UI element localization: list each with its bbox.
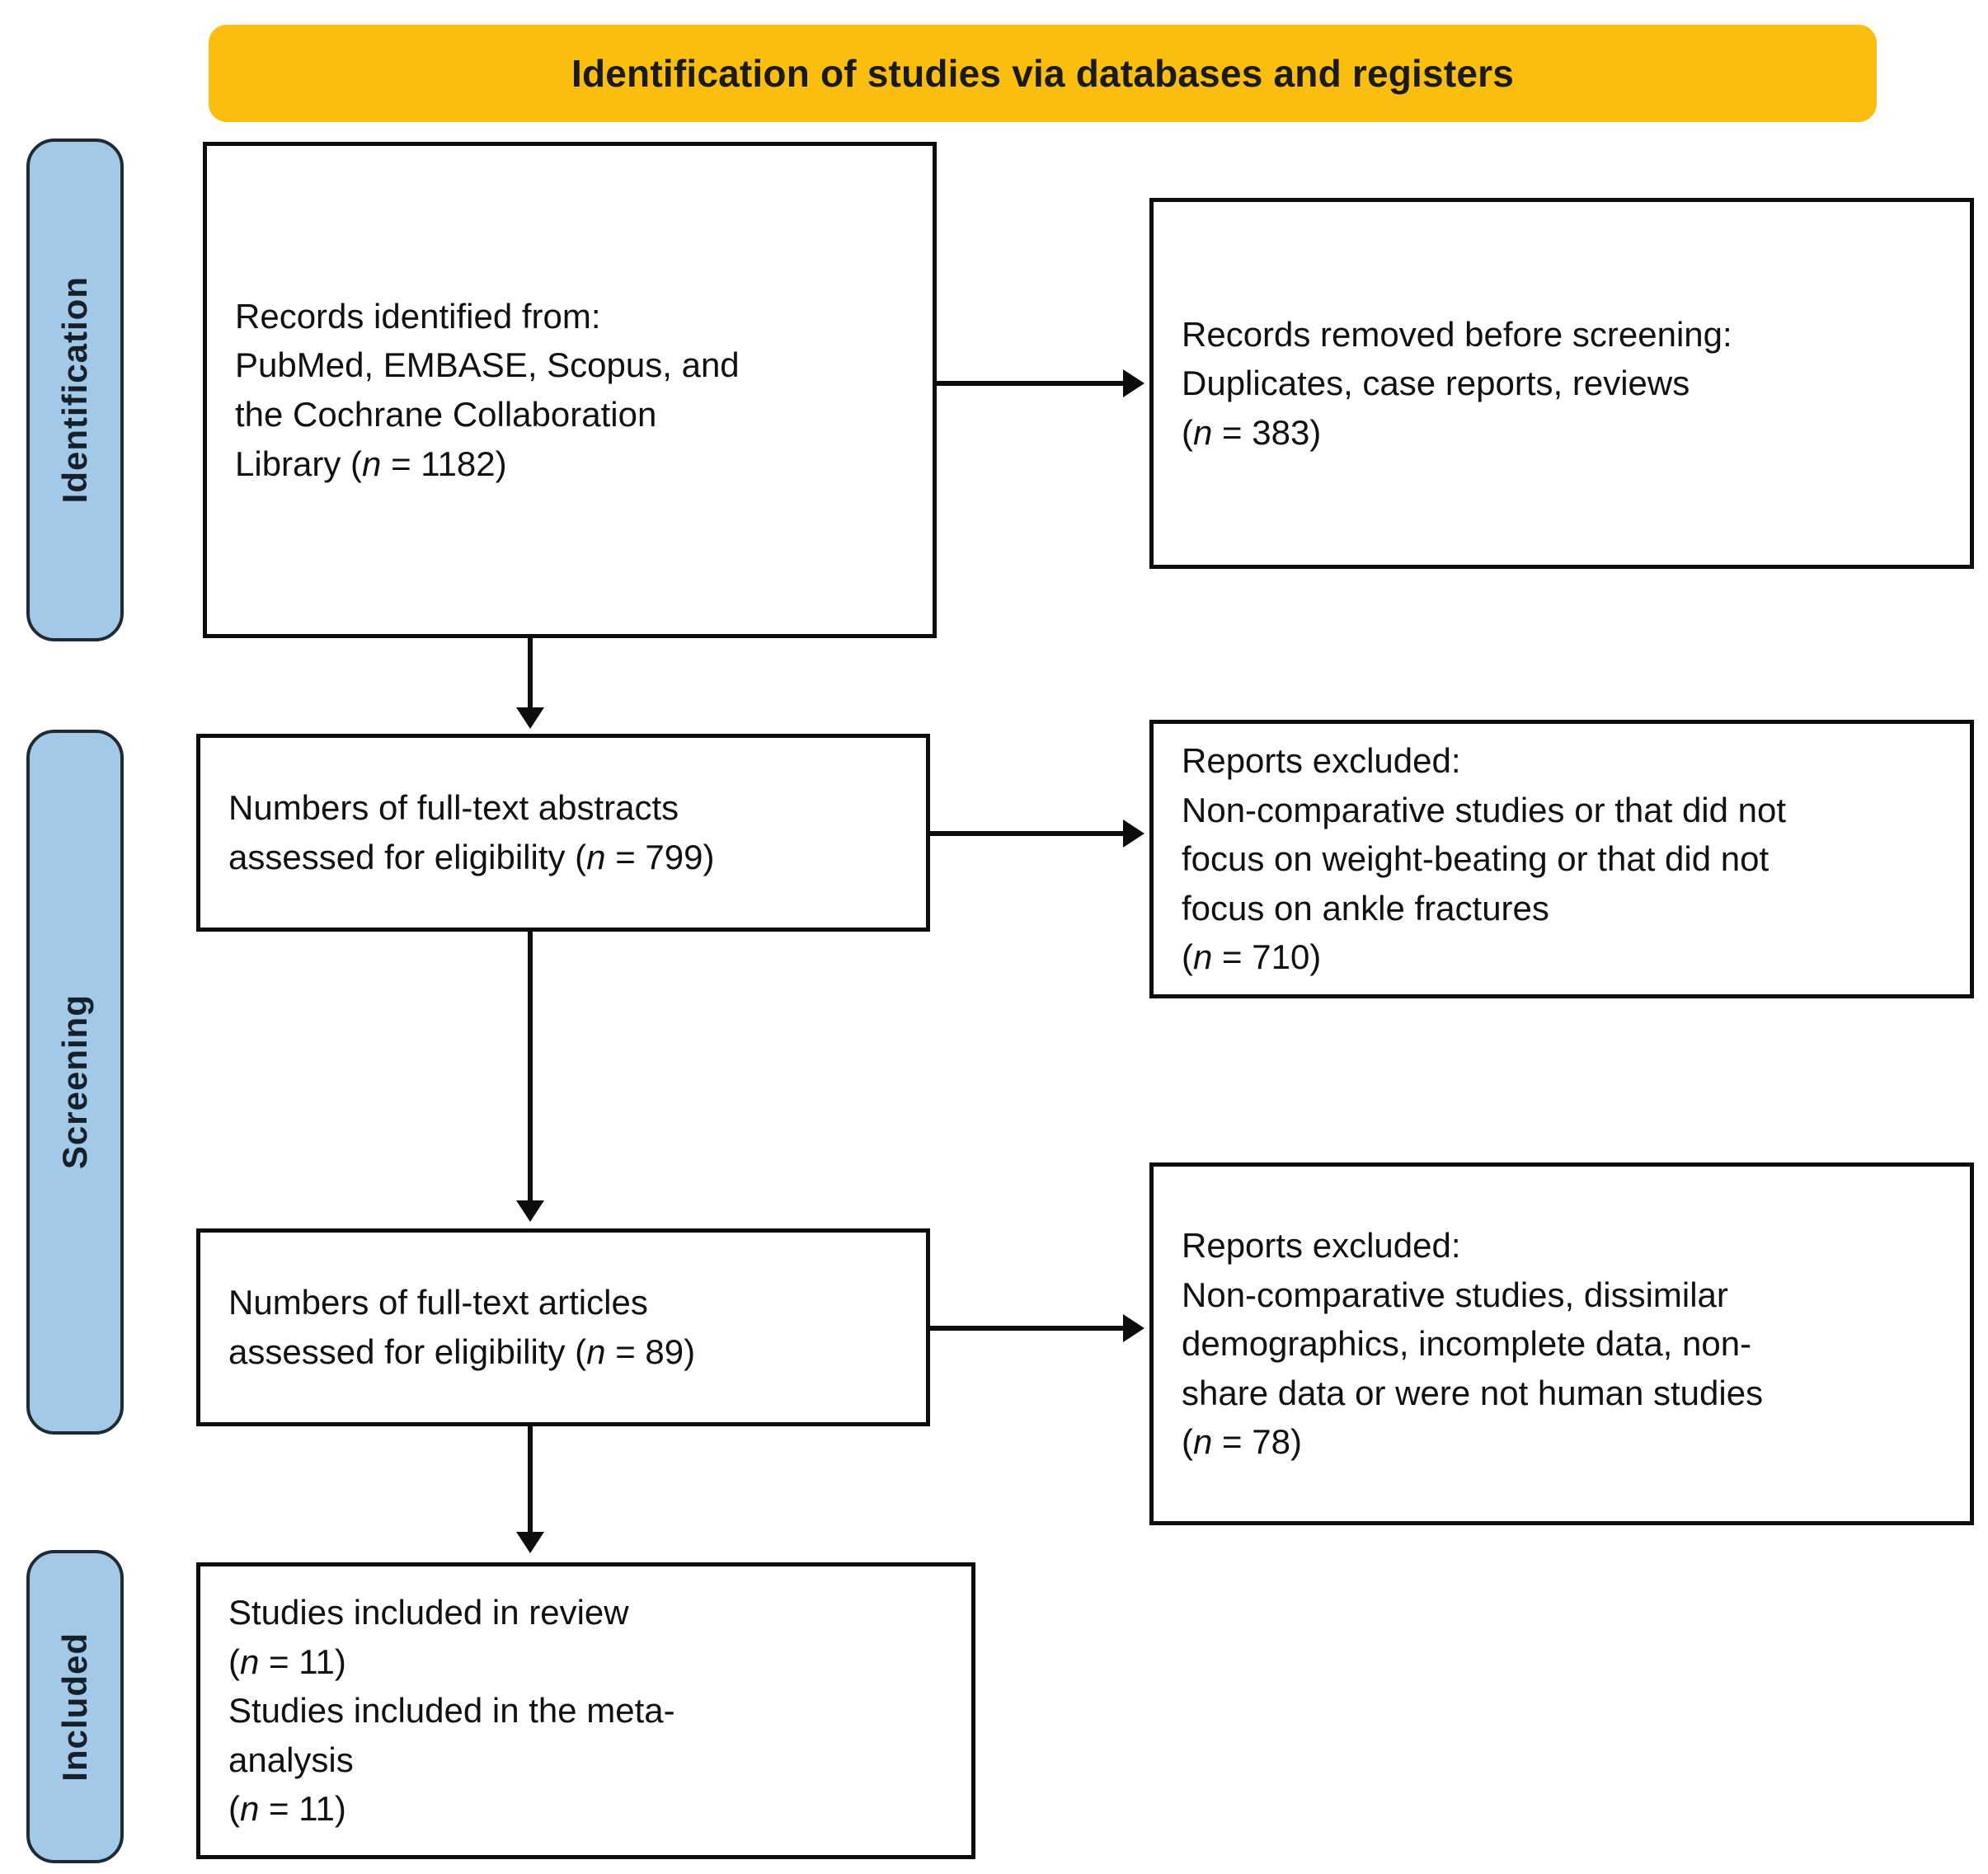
arrowhead-right-icon bbox=[1123, 820, 1144, 848]
connector-articles-to-included bbox=[528, 1426, 533, 1535]
box-studies-included: Studies included in review(n = 11)Studie… bbox=[196, 1562, 975, 1859]
arrowhead-down-icon bbox=[516, 1200, 544, 1222]
box-records-removed-text: Records removed before screening:Duplica… bbox=[1182, 314, 1732, 452]
arrowhead-right-icon bbox=[1123, 369, 1144, 397]
box-reports-excluded-screening-text: Reports excluded:Non-comparative studies… bbox=[1182, 740, 1787, 977]
banner-title: Identification of studies via databases … bbox=[571, 52, 1515, 95]
stage-label-screening: Screening bbox=[26, 730, 124, 1435]
stage-label-identification: Identification bbox=[26, 139, 124, 641]
arrowhead-down-icon bbox=[516, 707, 544, 729]
connector-articles-to-excluded bbox=[930, 1326, 1128, 1331]
diagram-banner: Identification of studies via databases … bbox=[209, 25, 1877, 122]
stage-label-identification-text: Identification bbox=[55, 276, 94, 504]
box-studies-included-text: Studies included in review(n = 11)Studie… bbox=[228, 1592, 675, 1829]
stage-label-included-text: Included bbox=[55, 1632, 94, 1782]
box-records-removed: Records removed before screening:Duplica… bbox=[1149, 198, 1974, 569]
arrowhead-down-icon bbox=[516, 1532, 544, 1553]
connector-identified-to-removed bbox=[937, 381, 1128, 386]
stage-label-screening-text: Screening bbox=[55, 994, 94, 1170]
connector-identified-to-abstracts bbox=[528, 638, 533, 711]
box-reports-excluded-eligibility: Reports excluded:Non-comparative studies… bbox=[1149, 1162, 1974, 1525]
connector-abstracts-to-excluded bbox=[930, 831, 1128, 836]
box-records-identified: Records identified from:PubMed, EMBASE, … bbox=[203, 142, 937, 638]
box-reports-excluded-eligibility-text: Reports excluded:Non-comparative studies… bbox=[1182, 1225, 1764, 1462]
box-records-identified-text: Records identified from:PubMed, EMBASE, … bbox=[235, 296, 740, 483]
connector-abstracts-to-articles bbox=[528, 932, 533, 1204]
stage-label-included: Included bbox=[26, 1550, 124, 1863]
box-reports-excluded-screening: Reports excluded:Non-comparative studies… bbox=[1149, 720, 1974, 998]
arrowhead-right-icon bbox=[1123, 1314, 1144, 1342]
